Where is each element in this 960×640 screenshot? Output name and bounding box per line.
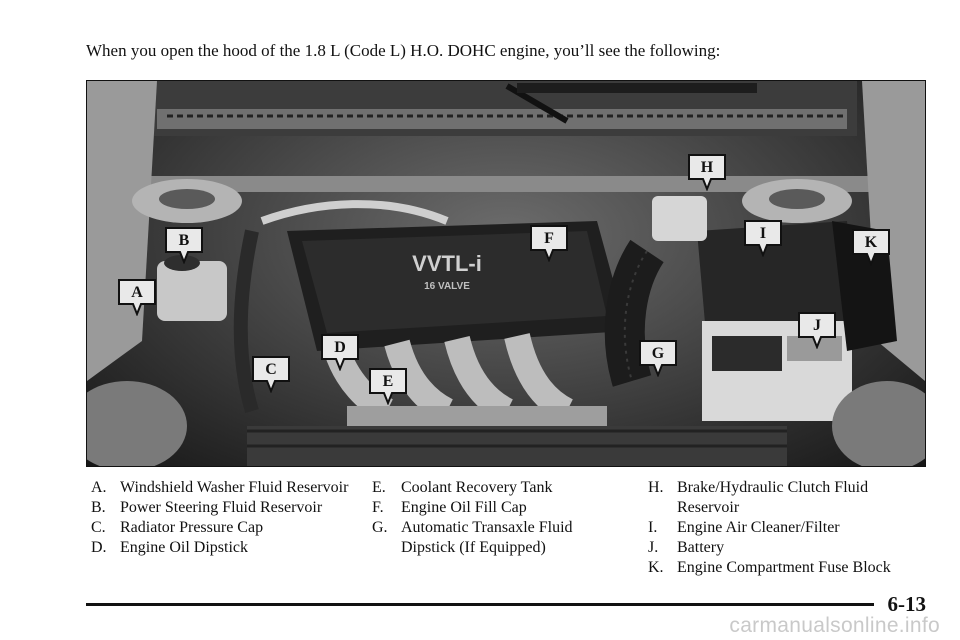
callout-a: A: [117, 276, 157, 316]
engine-compartment-photo: VVTL-i 16 VALVE A B C: [86, 80, 926, 467]
legend-item-c: C.Radiator Pressure Cap: [91, 519, 264, 536]
callout-b: B: [164, 224, 204, 264]
legend-item-g: G.Automatic Transaxle Fluid Dipstick (If…: [372, 519, 573, 556]
engine-cover-brand: VVTL-i: [412, 251, 482, 276]
legend-item-d: D.Engine Oil Dipstick: [91, 539, 248, 556]
callout-d: D: [320, 331, 360, 371]
legend-column-2: E.Coolant Recovery Tank F.Engine Oil Fil…: [372, 478, 622, 558]
legend-item-j: J.Battery: [648, 539, 725, 556]
legend-column-1: A.Windshield Washer Fluid Reservoir B.Po…: [91, 478, 361, 558]
footer-rule: [86, 603, 874, 606]
legend-item-i: I.Engine Air Cleaner/Filter: [648, 519, 840, 536]
legend-item-b: B.Power Steering Fluid Reservoir: [91, 499, 323, 516]
legend-item-e: E.Coolant Recovery Tank: [372, 479, 553, 496]
page-number: 6-13: [887, 592, 927, 616]
engine-cover-subtitle: 16 VALVE: [424, 281, 470, 292]
callout-i: I: [743, 217, 783, 257]
legend-item-h: H.Brake/Hydraulic Clutch Fluid Reservoir: [648, 479, 869, 516]
legend-item-f: F.Engine Oil Fill Cap: [372, 499, 527, 516]
engine-illustration: VVTL-i 16 VALVE: [87, 81, 925, 466]
callout-e: E: [368, 365, 408, 405]
legend-item-k: K.Engine Compartment Fuse Block: [648, 559, 891, 576]
callout-j: J: [797, 309, 837, 349]
callout-h: H: [687, 151, 727, 191]
intro-text: When you open the hood of the 1.8 L (Cod…: [86, 41, 721, 60]
legend-item-a: A.Windshield Washer Fluid Reservoir: [91, 479, 349, 496]
callout-g: G: [638, 337, 678, 377]
callout-c: C: [251, 353, 291, 393]
watermark: carmanualsonline.info: [729, 614, 940, 637]
legend-column-3: H.Brake/Hydraulic Clutch Fluid Reservoir…: [648, 478, 928, 578]
callout-f: F: [529, 222, 569, 262]
callout-k: K: [851, 226, 891, 266]
